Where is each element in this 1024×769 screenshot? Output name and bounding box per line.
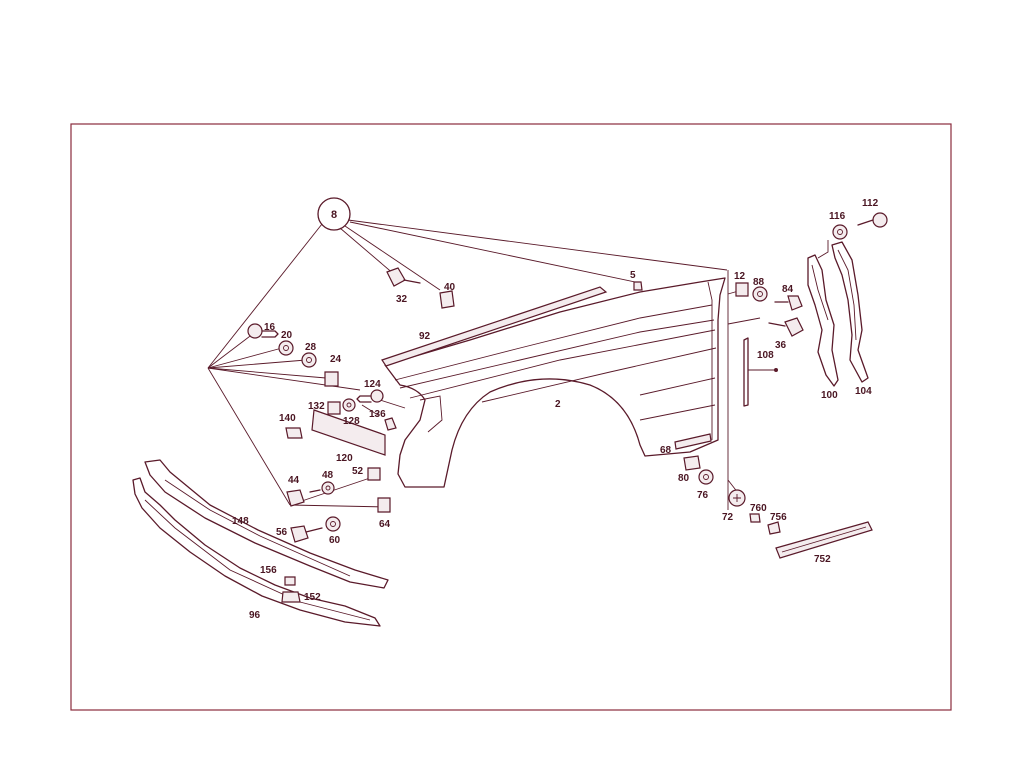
label-44: 44 [288,475,300,486]
label-2: 2 [555,399,561,410]
label-24: 24 [330,354,342,365]
label-28: 28 [305,342,317,353]
label-152: 152 [304,592,321,603]
trim-strip-92 [381,286,608,367]
callout-8: 8 [317,197,351,231]
screw-124 [356,389,384,403]
clip-152 [281,591,301,603]
label-124: 124 [364,379,381,390]
label-108: 108 [757,350,774,361]
bolt-84 [774,295,803,311]
label-64: 64 [379,519,391,530]
bar-108 [743,337,778,407]
screw-32 [386,267,421,287]
bolt-56 [290,525,323,543]
screw-112 [857,212,888,228]
diagram-frame [70,123,952,711]
clip-156 [284,576,296,586]
washer-116 [832,224,848,240]
clip-80 [683,455,701,471]
label-20: 20 [281,330,293,341]
clip-64 [377,497,391,513]
side-panel-104 [831,241,869,383]
clip-756 [767,521,781,535]
clip-40 [439,290,455,309]
washer-128 [342,398,356,412]
bolt-44 [286,489,305,507]
bracket-line-116 [817,240,829,259]
lower-panel-96 [132,477,381,627]
label-52: 52 [352,466,364,477]
plug-140 [285,427,303,439]
washer-88 [752,286,768,302]
label-56: 56 [276,527,288,538]
panel-120 [311,409,386,456]
clip-52 [367,467,381,481]
label-92: 92 [419,331,431,342]
washer-28 [301,352,317,368]
clip-24 [324,371,339,387]
label-120: 120 [336,453,353,464]
label-5: 5 [630,270,636,281]
plate-68 [674,433,712,450]
label-72: 72 [722,512,734,523]
label-12: 12 [734,271,746,282]
part-labels: 2 5 12 16 20 24 28 32 36 40 44 48 52 56 … [232,198,879,621]
front-fender [384,277,726,488]
label-100: 100 [821,390,838,401]
clip-136 [384,417,397,431]
label-112: 112 [862,198,879,209]
label-116: 116 [829,211,846,222]
label-48: 48 [322,470,334,481]
leader-lines [207,219,761,510]
label-752: 752 [814,554,831,565]
label-80: 80 [678,473,690,484]
callout-8-label: 8 [331,209,337,221]
label-156: 156 [260,565,277,576]
washer-60 [325,516,341,532]
label-140: 140 [279,413,296,424]
label-148: 148 [232,516,249,527]
washer-48 [309,481,335,495]
bolt-36 [768,317,804,337]
label-136: 136 [369,409,386,420]
clip-12 [735,282,749,297]
clip-760 [749,513,761,523]
label-84: 84 [782,284,794,295]
label-40: 40 [444,282,456,293]
label-32: 32 [396,294,408,305]
side-panel-100 [807,254,839,387]
clip-132 [327,401,341,415]
washer-76 [698,469,714,485]
washer-20 [278,340,294,356]
label-16: 16 [264,322,276,333]
label-60: 60 [329,535,341,546]
label-76: 76 [697,490,709,501]
label-760: 760 [750,503,767,514]
clip-5 [633,281,643,291]
label-36: 36 [775,340,787,351]
lower-panel-148 [144,459,389,589]
label-756: 756 [770,512,787,523]
strip-752 [775,521,873,559]
screw-16 [247,323,279,339]
label-68: 68 [660,445,672,456]
label-128: 128 [343,416,360,427]
label-96: 96 [249,610,261,621]
label-132: 132 [308,401,325,412]
label-88: 88 [753,277,765,288]
label-104: 104 [855,386,872,397]
screw-72 [728,489,746,507]
